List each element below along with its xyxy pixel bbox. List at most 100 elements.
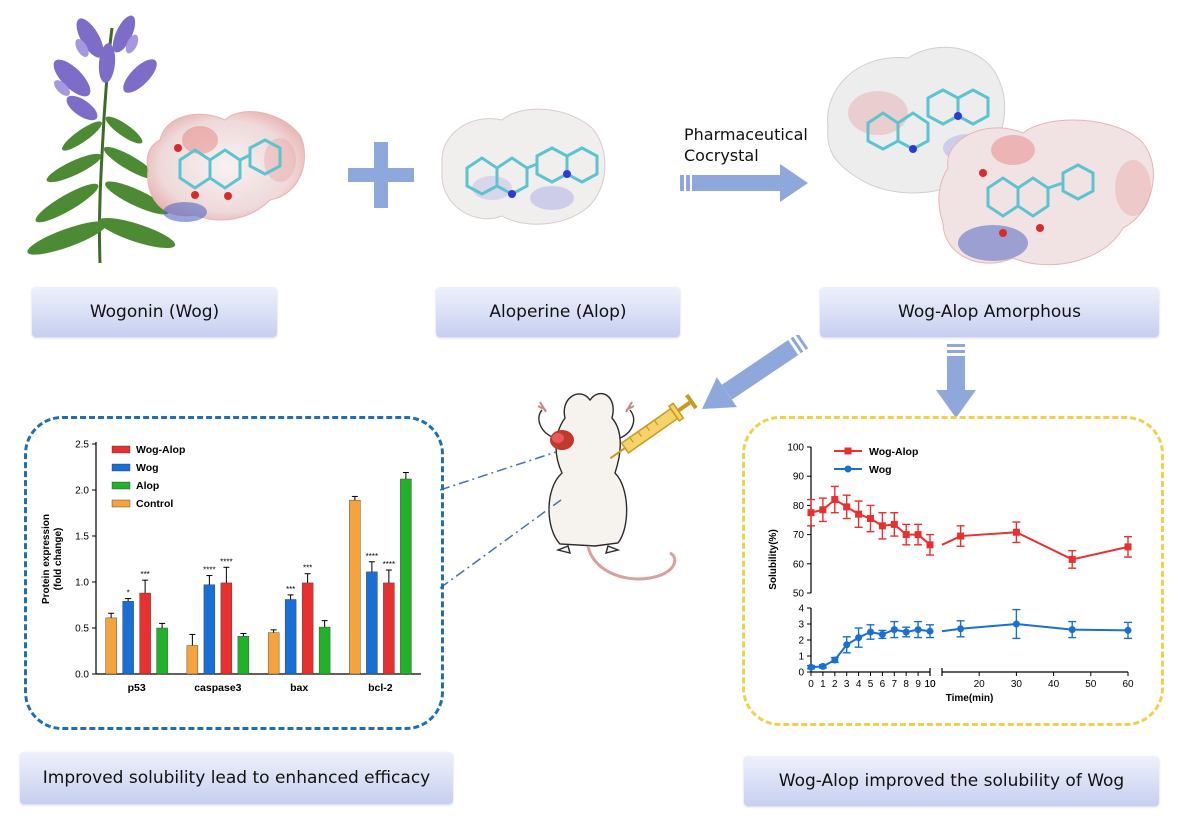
arrow-label-line2: Cocrystal	[684, 146, 759, 165]
data-point	[855, 510, 863, 518]
data-point	[843, 641, 851, 649]
data-point	[914, 531, 922, 539]
x-tick-label: 20	[974, 679, 986, 690]
diagonal-arrow-icon	[702, 335, 809, 409]
arrow-label-line1: Pharmaceutical	[684, 125, 808, 144]
legend-label: Wog	[136, 462, 159, 474]
efficacy-label: Improved solubility lead to enhanced eff…	[20, 752, 453, 804]
data-point	[867, 515, 874, 523]
solubility-panel	[742, 416, 1164, 726]
bar	[203, 584, 216, 675]
y-tick-label: 70	[793, 530, 805, 541]
significance-label: ****	[366, 552, 378, 561]
x-tick-label: 30	[1011, 679, 1023, 690]
x-tick-label: 4	[856, 679, 862, 690]
legend-label: Wog-Alop	[136, 444, 185, 456]
x-tick-label: 50	[1085, 679, 1097, 690]
x-tick-label: bcl-2	[368, 682, 393, 694]
y-tick-label: 2.5	[75, 440, 89, 451]
y-axis-label: Solubility(%)	[768, 529, 779, 590]
significance-label: ****	[220, 557, 232, 566]
x-tick-label: 2	[832, 679, 838, 690]
data-point	[902, 628, 910, 636]
bar	[105, 617, 117, 675]
series-line	[941, 622, 1129, 633]
amorphous-label-text: Wog-Alop Amorphous	[898, 302, 1081, 322]
significance-label: ****	[383, 560, 395, 569]
x-tick-label: 5	[868, 679, 874, 690]
bar	[366, 571, 378, 675]
y-tick-label: 2	[798, 636, 804, 647]
bar	[349, 499, 361, 675]
x-tick-label: 10	[924, 679, 936, 690]
y-tick-label: 1	[798, 652, 804, 663]
data-point	[902, 531, 910, 539]
x-tick-label: 9	[915, 679, 921, 690]
significance-label: *	[127, 589, 130, 598]
y-tick-label: 1.5	[75, 532, 89, 543]
bar	[267, 632, 280, 675]
protein-expression-panel	[24, 416, 444, 730]
data-point	[1012, 620, 1020, 628]
significance-label: ***	[140, 570, 149, 579]
series-line	[941, 531, 1129, 561]
y-tick-label: 0.0	[75, 670, 89, 681]
x-tick-label: p53	[128, 682, 146, 694]
legend-swatch	[111, 445, 131, 454]
data-point	[1068, 555, 1076, 563]
y-tick-label: 3	[798, 620, 804, 631]
data-point	[1012, 528, 1020, 536]
aloperine-molecule-image	[441, 108, 606, 225]
y-tick-label: 90	[793, 472, 805, 483]
y-tick-label: 100	[787, 443, 804, 454]
x-tick-label: 40	[1048, 679, 1060, 690]
y-tick-label: 0.5	[75, 624, 89, 635]
plus-icon	[348, 142, 414, 208]
significance-label: ****	[203, 566, 215, 575]
efficacy-label-text: Improved solubility lead to enhanced eff…	[42, 768, 431, 788]
legend-marker	[844, 447, 852, 455]
aloperine-label: Aloperine (Alop)	[436, 287, 680, 337]
y-tick-label: 80	[793, 501, 805, 512]
y-tick-label: 50	[793, 589, 805, 600]
x-tick-label: 0	[808, 679, 814, 690]
data-point	[957, 625, 965, 633]
bar	[318, 626, 331, 675]
data-point	[855, 634, 863, 642]
data-point	[878, 522, 886, 530]
x-tick-label: 7	[892, 679, 898, 690]
data-point	[926, 627, 934, 635]
bar	[284, 599, 297, 675]
legend-label: Wog-Alop	[869, 446, 918, 458]
right-arrow-icon	[680, 164, 808, 202]
legend-label: Wog	[869, 464, 892, 476]
x-tick-label: 1	[820, 679, 826, 690]
wogonin-label-text: Wogonin (Wog)	[89, 302, 220, 322]
solubility-label-text: Wog-Alop improved the solubility of Wog	[778, 771, 1125, 791]
y-axis-label-line2: (fold change)	[53, 528, 64, 591]
legend-swatch	[111, 463, 131, 472]
data-point	[926, 541, 934, 549]
wogonin-label: Wogonin (Wog)	[32, 287, 277, 337]
x-tick-label: bax	[290, 682, 308, 694]
bar	[139, 592, 151, 675]
aloperine-label-text: Aloperine (Alop)	[489, 302, 627, 322]
x-tick-label: caspase3	[194, 682, 241, 694]
data-point	[831, 496, 839, 504]
wogonin-molecule-image	[146, 111, 305, 222]
data-point	[914, 626, 922, 634]
bar	[301, 582, 314, 675]
y-tick-label: 4	[798, 604, 804, 615]
bar	[237, 636, 250, 675]
x-tick-label: 6	[880, 679, 886, 690]
amorphous-complex-image	[827, 46, 1154, 266]
data-point	[819, 662, 827, 670]
cocrystal-arrow-label: Pharmaceutical Cocrystal	[684, 124, 808, 166]
connector-lines	[439, 451, 562, 589]
y-axis-label-line1: Protein expression	[41, 514, 52, 604]
mouse-with-syringe-image	[537, 393, 698, 581]
significance-label: ***	[303, 564, 312, 573]
x-tick-label: 8	[903, 679, 909, 690]
